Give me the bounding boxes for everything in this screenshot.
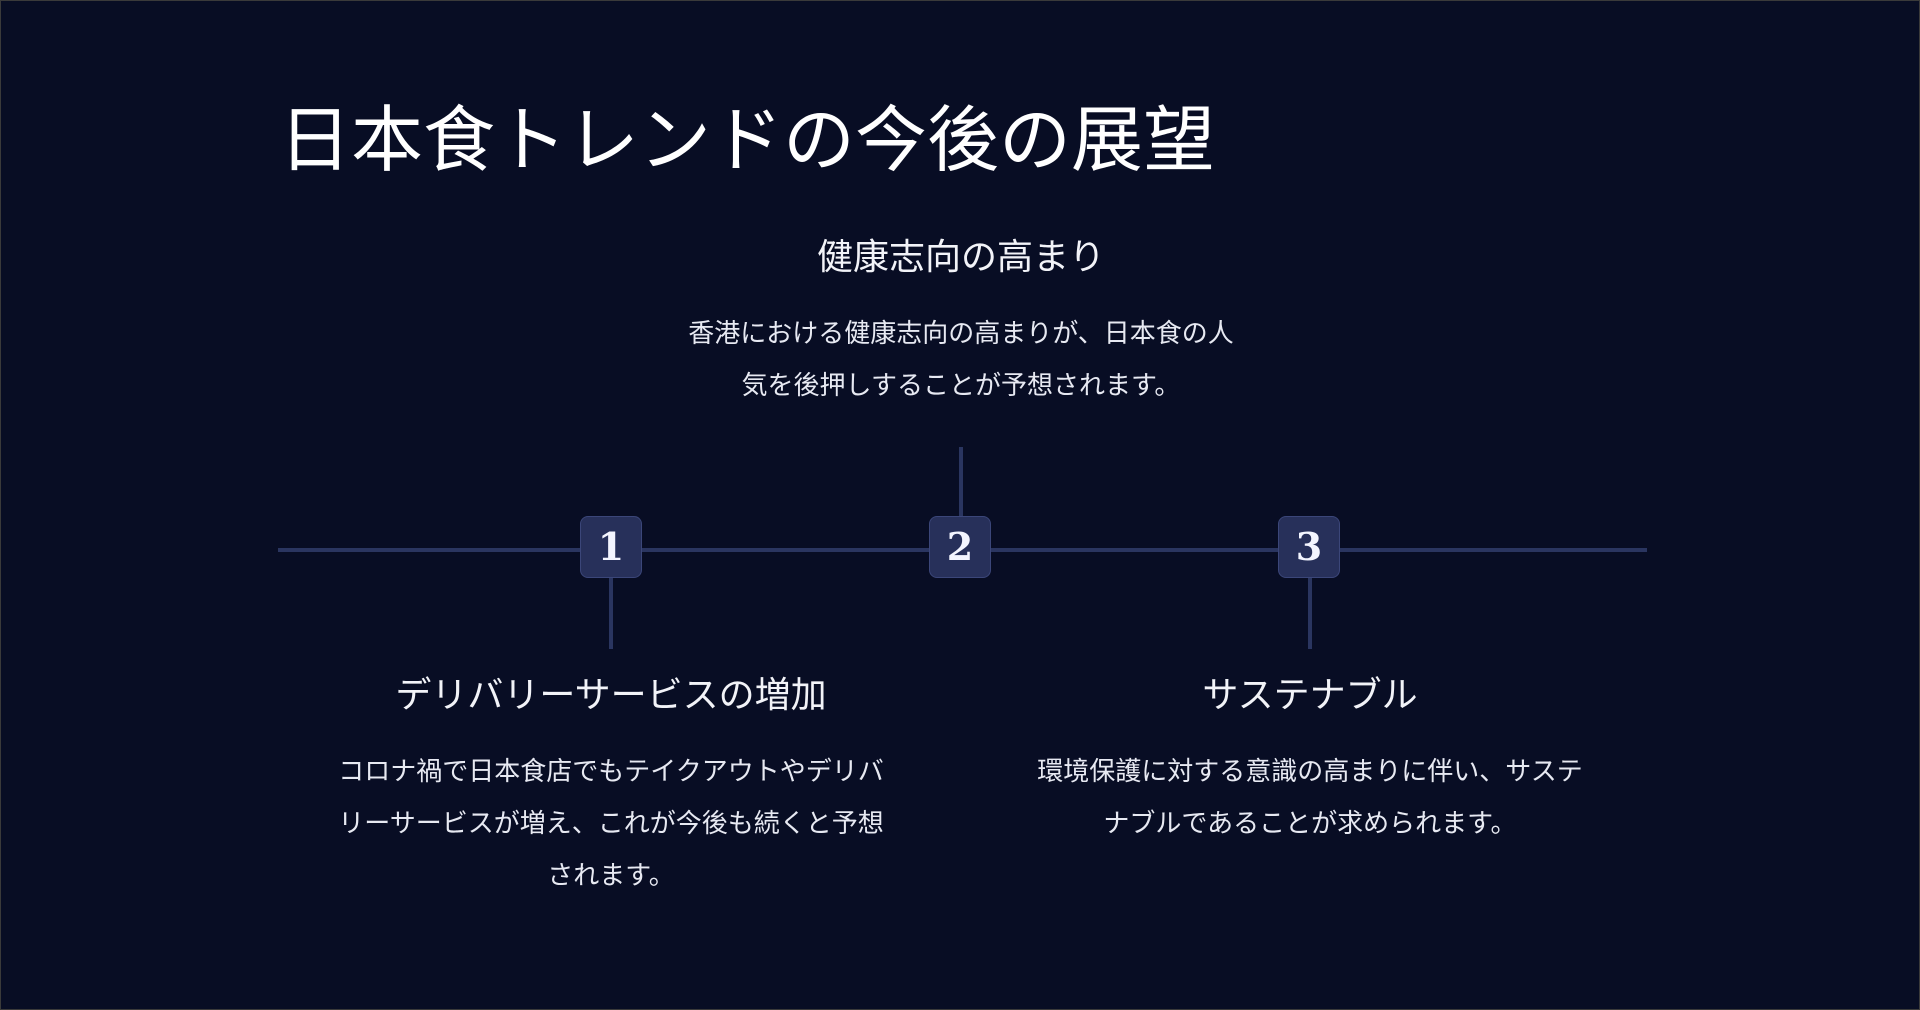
description-line: ナブルであることが求められます。: [1103, 809, 1517, 839]
timeline-event-sustainable: サステナブル 環境保護に対する意識の高まりに伴い、サステ ナブルであることが求め…: [1000, 673, 1620, 850]
event-title: デリバリーサービスの増加: [395, 675, 827, 716]
event-title: サステナブル: [1202, 675, 1418, 716]
timeline-marker-3: 3: [1278, 516, 1340, 578]
description-line: されます。: [547, 861, 675, 891]
event-title: 健康志向の高まり: [816, 237, 1105, 278]
event-description: コロナ禍で日本食店でもテイクアウトやデリバ リーサービスが増え、これが今後も続く…: [301, 746, 921, 902]
description-line: 香港における健康志向の高まりが、日本食の人: [688, 319, 1234, 349]
description-line: 環境保護に対する意識の高まりに伴い、サステ: [1037, 757, 1583, 787]
description-line: 気を後押しすることが予想されます。: [741, 371, 1181, 401]
event-description: 環境保護に対する意識の高まりに伴い、サステ ナブルであることが求められます。: [1000, 746, 1620, 850]
page-title: 日本食トレンドの今後の展望: [279, 98, 1216, 182]
timeline-connector-3: [1308, 577, 1312, 649]
timeline-connector-2: [959, 447, 963, 519]
timeline-event-health: 健康志向の高まり 香港における健康志向の高まりが、日本食の人 気を後押しすること…: [651, 235, 1271, 412]
timeline-connector-1: [609, 577, 613, 649]
timeline-marker-1: 1: [580, 516, 642, 578]
description-line: リーサービスが増え、これが今後も続くと予想: [338, 809, 884, 839]
description-line: コロナ禍で日本食店でもテイクアウトやデリバ: [338, 757, 884, 787]
event-description: 香港における健康志向の高まりが、日本食の人 気を後押しすることが予想されます。: [651, 308, 1271, 412]
timeline-marker-2: 2: [929, 516, 991, 578]
timeline-event-delivery: デリバリーサービスの増加 コロナ禍で日本食店でもテイクアウトやデリバ リーサービ…: [301, 673, 921, 902]
